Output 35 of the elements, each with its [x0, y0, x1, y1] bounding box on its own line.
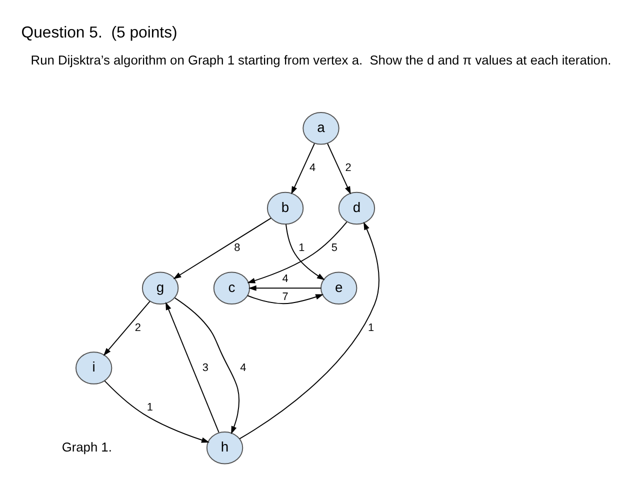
- edge-label: 1: [146, 401, 153, 414]
- node-ellipse: i: [75, 351, 112, 384]
- edge-label: 5: [331, 241, 338, 254]
- edge-label: 1: [298, 241, 305, 254]
- arrow: [248, 284, 322, 290]
- arrow: [247, 294, 324, 304]
- arrow: [104, 380, 210, 442]
- arrow: [286, 223, 325, 280]
- diagram-title: Question 5. (5 points): [21, 24, 178, 42]
- arrow: [327, 142, 351, 194]
- arrow: [247, 221, 348, 283]
- arrow: [166, 302, 220, 432]
- node-ellipse: b: [266, 191, 304, 224]
- arrow: [173, 217, 272, 279]
- node-ellipse: c: [213, 271, 250, 304]
- edge-label: 4: [310, 162, 316, 174]
- node-ellipse: a: [302, 111, 340, 144]
- arrow: [103, 300, 150, 356]
- node-ellipse: d: [338, 191, 376, 224]
- edge-label: 4: [282, 272, 288, 284]
- arrow: [174, 296, 240, 434]
- edge-label: 2: [134, 321, 142, 334]
- arrow: [239, 221, 380, 439]
- edge-label: 8: [234, 241, 240, 254]
- edge-label: 1: [368, 321, 374, 334]
- edge-label: 3: [202, 361, 208, 374]
- node-ellipse: e: [320, 271, 358, 304]
- caption: Graph 1.: [62, 438, 112, 454]
- edge-label: 7: [282, 290, 288, 302]
- node-ellipse: h: [206, 431, 244, 464]
- edge-label: 2: [345, 162, 352, 174]
- edge-label: 4: [240, 361, 246, 374]
- node-ellipse: g: [142, 271, 179, 304]
- arrow: [291, 142, 315, 194]
- label: Run Dijsktra’s algorithm on Graph 1 starting from vertex a. Show the d and π values at each iteration.: [30, 52, 612, 68]
